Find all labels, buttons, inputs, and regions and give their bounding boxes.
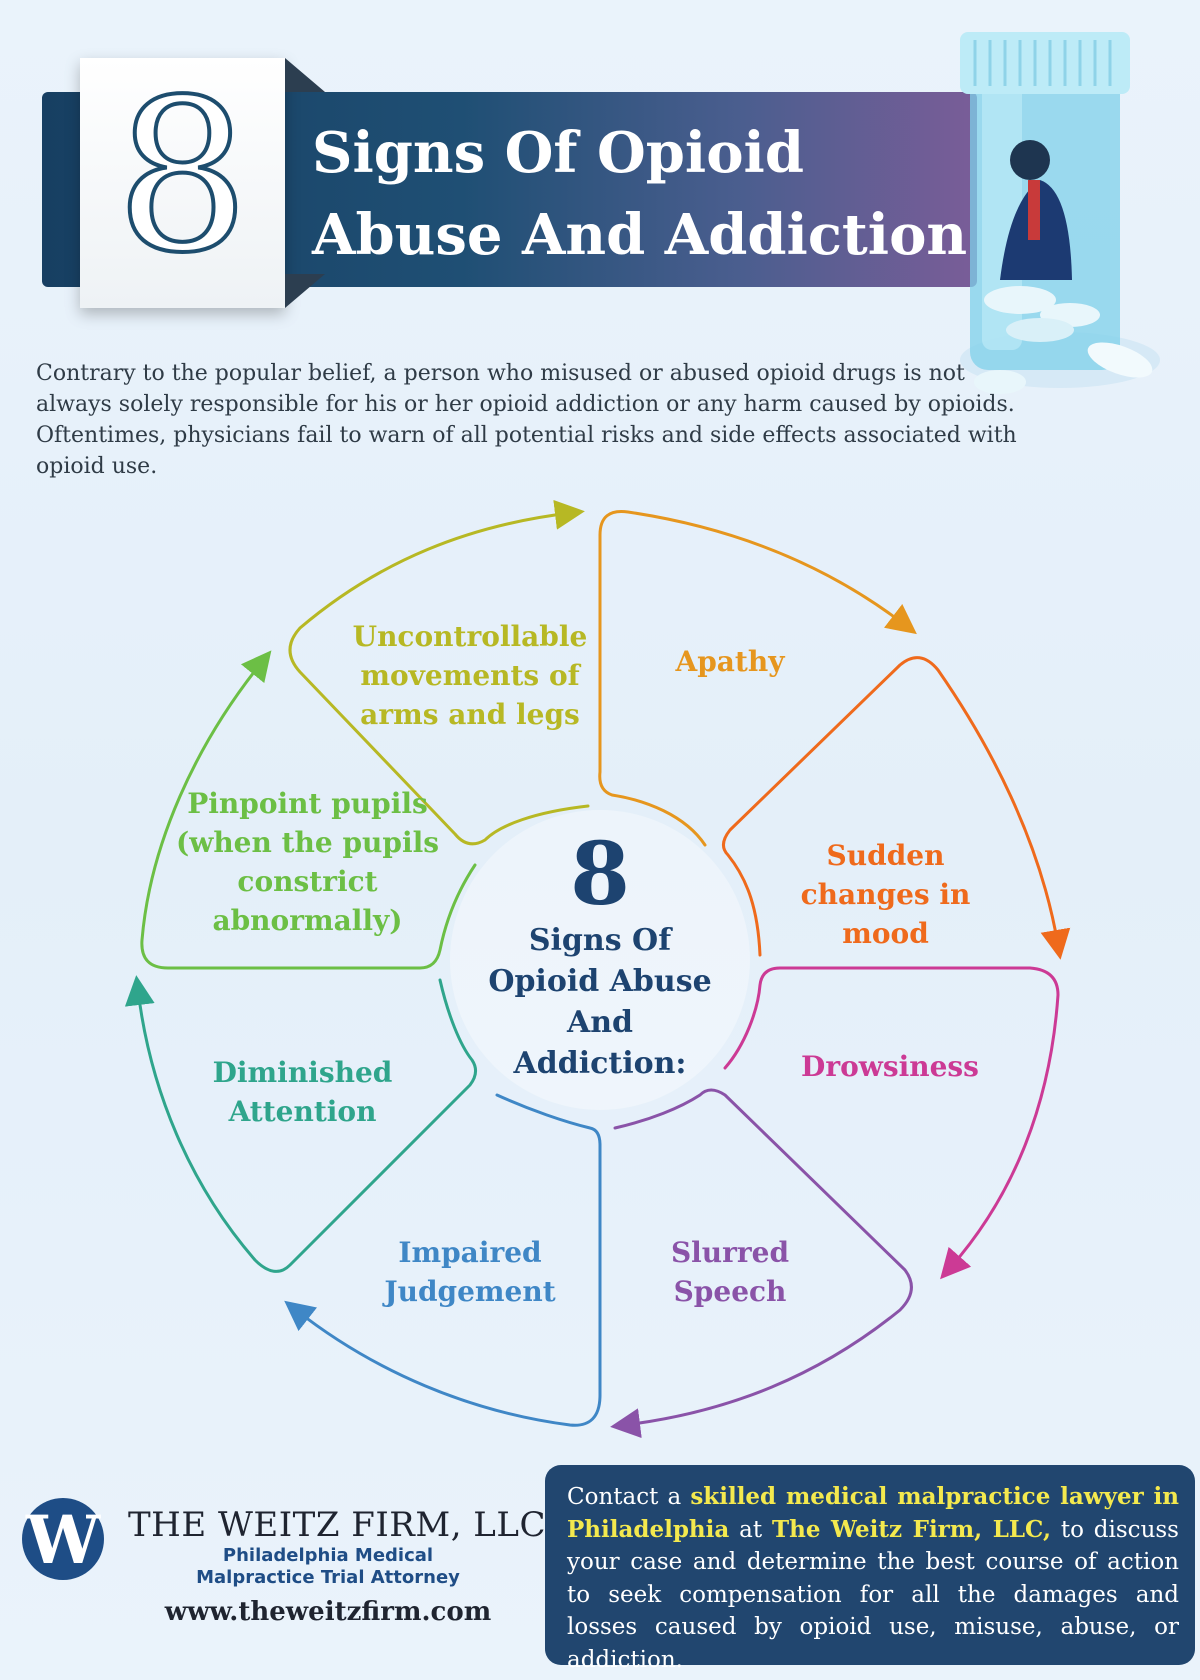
- card-fold-bottom: [285, 274, 325, 308]
- cta-box: Contact a skilled medical malpractice la…: [545, 1465, 1195, 1673]
- cycle-center: 8 Signs Of Opioid Abuse And Addiction:: [470, 830, 730, 1084]
- cta-text: Contact a skilled medical malpractice la…: [567, 1481, 1179, 1676]
- center-circle: [450, 810, 750, 1110]
- segment-label-sudden: Sudden changes in mood: [800, 839, 971, 950]
- card-fold-top: [285, 58, 325, 92]
- pill-bottle-icon: [960, 32, 1160, 394]
- segment-arc-slurred: [610, 1088, 913, 1439]
- firm-name: THE WEITZ FIRM, LLC: [128, 1505, 546, 1545]
- segment-arc-diminished: [124, 975, 477, 1273]
- center-line-1: Signs Of: [528, 923, 672, 958]
- title-line-1: Signs Of Opioid: [312, 120, 804, 186]
- segment-label-impaired: Impaired Judgement: [384, 1236, 556, 1308]
- intro-paragraph: Contrary to the popular belief, a person…: [36, 361, 1017, 479]
- cta-part-2: at: [729, 1516, 772, 1543]
- header-number: 8: [114, 54, 252, 299]
- center-line-4: Addiction:: [513, 1046, 687, 1081]
- segment-label-diminished: Diminished Attention: [212, 1056, 393, 1128]
- center-line-3: And: [566, 1005, 634, 1040]
- page-title: Signs Of Opioid Abuse And Addiction: [312, 112, 972, 276]
- segment-arc-impaired: [284, 1093, 602, 1427]
- cta-part-3: to discuss your case and determine the b…: [567, 1516, 1179, 1673]
- segment-arc-uncontrollable: [288, 499, 590, 846]
- center-number: 8: [570, 824, 630, 925]
- cta-part-1: Contact a: [567, 1484, 691, 1510]
- logo-letter: W: [25, 1501, 101, 1579]
- firm-logo-icon: [22, 1498, 104, 1580]
- segment-arc-pinpoint: [140, 650, 477, 970]
- segment-label-pinpoint: Pinpoint pupils (when the pupils constri…: [175, 787, 440, 937]
- firm-subtitle: Philadelphia Medical Malpractice Trial A…: [128, 1545, 528, 1589]
- cta-highlight-firm[interactable]: The Weitz Firm, LLC,: [772, 1515, 1051, 1543]
- title-line-2: Abuse And Addiction: [312, 202, 968, 268]
- segment-arc-drowsiness: [723, 966, 1060, 1280]
- segment-label-uncontrollable: Uncontrollable movements of arms and leg…: [352, 620, 588, 731]
- center-line-2: Opioid Abuse: [488, 964, 712, 999]
- segment-arc-apathy: [598, 509, 917, 847]
- firm-subtitle-line-1: Philadelphia Medical: [222, 1545, 434, 1566]
- segment-arc-sudden: [722, 656, 1071, 960]
- segment-label-slurred: Slurred Speech: [670, 1236, 790, 1308]
- cycle-diagram: [124, 499, 1071, 1439]
- segment-label-drowsiness: Drowsiness: [801, 1050, 979, 1083]
- number-card: [80, 58, 285, 308]
- cta-highlight-lawyer[interactable]: skilled medical malpractice lawyer in Ph…: [567, 1483, 1180, 1543]
- segment-label-apathy: Apathy: [675, 645, 785, 678]
- firm-subtitle-line-2: Malpractice Trial Attorney: [196, 1567, 460, 1588]
- firm-website-link[interactable]: www.theweitzfirm.com: [164, 1597, 492, 1627]
